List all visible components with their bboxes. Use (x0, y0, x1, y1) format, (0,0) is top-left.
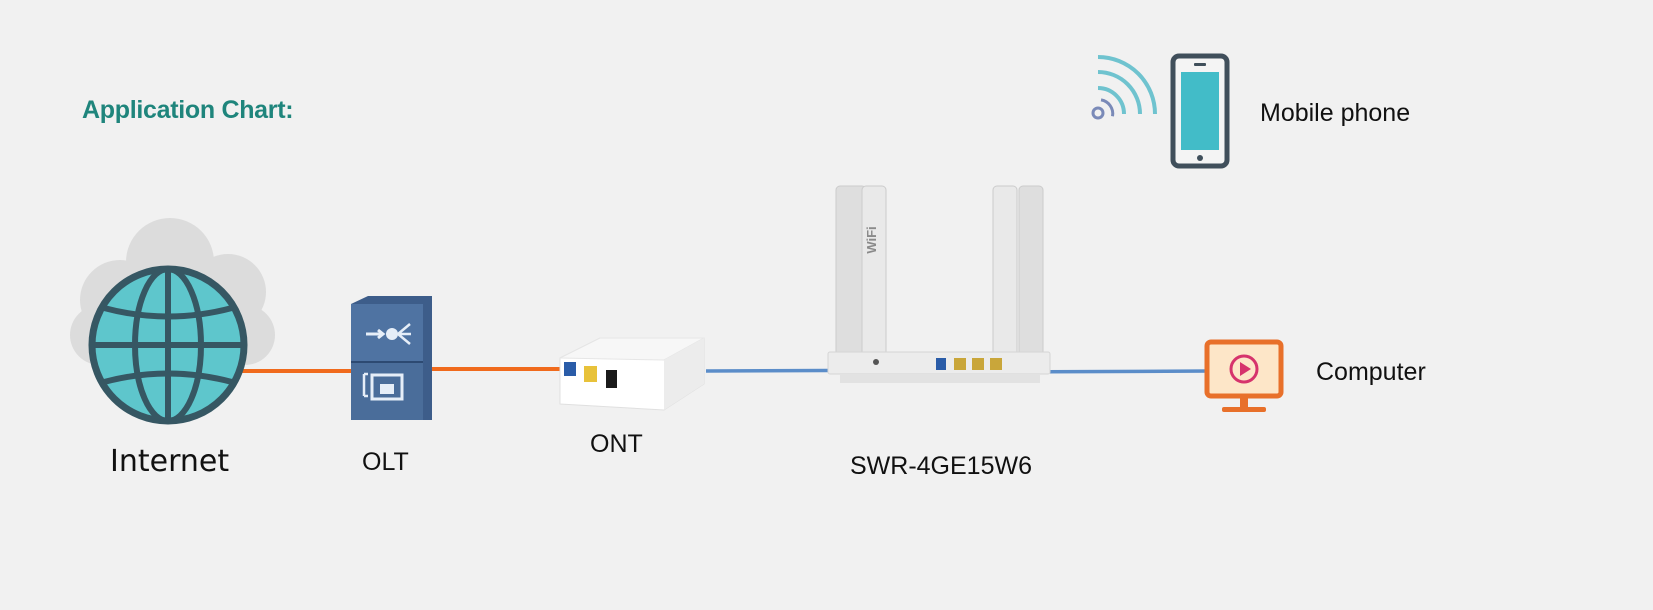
olt-device-icon (351, 296, 432, 420)
router-label: SWR-4GE15W6 (850, 452, 1032, 480)
diagram-title: Application Chart: (82, 96, 294, 124)
internet-label: Internet (110, 444, 230, 479)
wifi-router-icon: WiFi (827, 185, 1051, 383)
mobile-phone-icon (1170, 53, 1230, 169)
monitor-play-icon (1204, 339, 1284, 412)
ont-label: ONT (590, 430, 643, 458)
mobile-phone-label: Mobile phone (1260, 99, 1411, 127)
globe-cloud-icon (70, 218, 275, 425)
ont-device-icon (559, 337, 705, 411)
olt-label: OLT (362, 448, 409, 476)
computer-label: Computer (1316, 358, 1426, 386)
wifi-signal-icon (1091, 55, 1157, 120)
antenna-wifi-text: WiFi (864, 226, 879, 253)
